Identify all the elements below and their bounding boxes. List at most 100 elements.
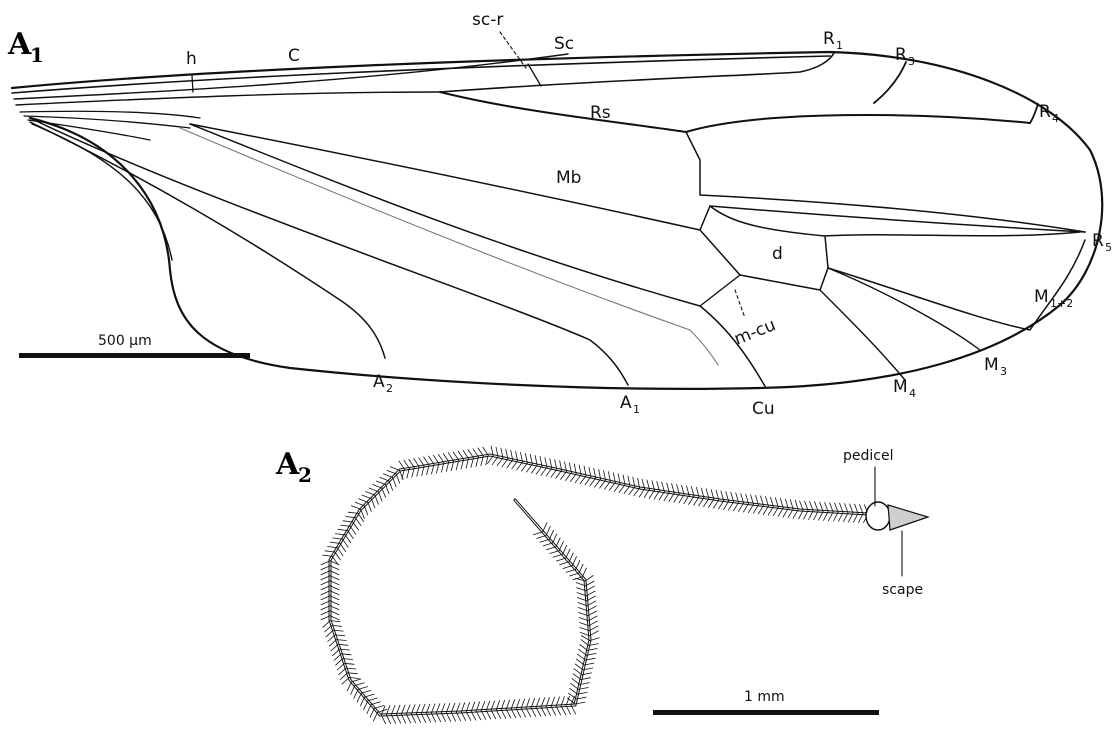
antenna-seta	[378, 492, 382, 501]
antenna-seta	[573, 577, 582, 580]
wing-scale-label: 500 µm	[98, 333, 152, 349]
antenna-seta	[368, 502, 372, 511]
antenna-seta	[582, 568, 586, 577]
antenna-seta	[600, 480, 606, 488]
mb-fork-vein	[700, 206, 1085, 232]
antenna-seta	[563, 566, 572, 569]
antenna-seta	[719, 501, 724, 509]
antenna-seta	[364, 701, 368, 710]
antenna-seta	[609, 482, 615, 490]
antenna-seta	[502, 459, 508, 467]
label-sc-r: sc-r	[472, 10, 503, 30]
antenna-seta	[429, 456, 434, 464]
label-scape: scape	[882, 582, 923, 598]
antenna-seta	[531, 465, 537, 473]
antenna-seta	[348, 512, 358, 513]
antenna-seta	[517, 462, 523, 470]
antenna-pedicel	[866, 502, 890, 530]
antenna-seta	[336, 659, 343, 666]
antenna-seta	[729, 502, 734, 510]
wing-outline-anterior	[12, 52, 1102, 389]
antenna-seta	[382, 488, 386, 497]
label-r3: R	[895, 45, 907, 65]
label-pedicel: pedicel	[843, 448, 893, 464]
antenna-seta	[333, 538, 343, 539]
antenna-seta	[644, 489, 649, 497]
antenna-seta	[497, 458, 503, 466]
antenna-seta	[569, 553, 573, 562]
antenna-seta	[343, 521, 353, 522]
antenna-seta	[739, 503, 744, 512]
antenna-seta	[362, 495, 371, 499]
antenna-seta	[380, 477, 389, 481]
r3-r4-crossvein	[874, 62, 906, 103]
antenna-seta	[758, 505, 763, 514]
antenna-seta	[619, 485, 625, 493]
antenna-seta	[659, 492, 664, 500]
antenna-seta	[438, 455, 444, 463]
m3-branch-vein	[828, 268, 980, 350]
antenna-seta	[443, 454, 448, 462]
antenna-scape	[888, 505, 928, 530]
antenna-seta	[361, 690, 371, 693]
antenna-seta	[624, 486, 630, 494]
antenna-seta	[409, 459, 415, 467]
r5-vein	[686, 132, 1085, 232]
label-m12: M	[1034, 287, 1049, 307]
antenna-seta	[566, 473, 572, 481]
antenna-seta	[337, 548, 343, 556]
antenna-seta	[585, 477, 591, 485]
antenna-seta	[778, 508, 783, 516]
antenna-seta	[585, 576, 593, 581]
antenna-seta	[649, 490, 654, 498]
antenna-seta	[553, 534, 557, 543]
antenna-seta	[458, 451, 463, 459]
antenna-seta	[387, 470, 396, 474]
label-mb: Mb	[556, 168, 581, 188]
label-r4-sub: 4	[1052, 112, 1059, 125]
antenna-seta	[390, 467, 399, 471]
panel-label-a2: A 2	[275, 447, 312, 487]
rs-vein	[440, 92, 686, 132]
label-m3-sub: 3	[1000, 365, 1007, 378]
antenna-seta	[371, 702, 380, 705]
antenna-seta	[588, 606, 597, 611]
antenna-seta	[788, 509, 793, 517]
antenna-seta	[714, 500, 719, 508]
antenna-seta	[704, 498, 709, 506]
antenna-seta	[419, 458, 424, 466]
antenna-seta	[335, 552, 341, 560]
wing-labels: sc-r Sc h C R 1 R 3 R 4 R 5 Rs Mb d m-cu…	[186, 10, 1112, 419]
antenna-seta	[679, 495, 684, 503]
antenna-seta	[763, 506, 768, 515]
antenna-seta	[354, 689, 358, 698]
label-a1-sub: 1	[633, 403, 640, 416]
cu-vein	[190, 124, 766, 388]
wing-scale-line	[19, 353, 250, 358]
antenna-seta	[396, 474, 400, 483]
antenna-seta	[404, 460, 409, 468]
label-cu: Cu	[752, 399, 775, 419]
stem-vein	[16, 92, 440, 105]
antenna-seta	[605, 481, 611, 489]
antenna-seta	[724, 501, 729, 509]
antenna-seta	[709, 499, 714, 507]
r1-vein	[440, 53, 834, 92]
antenna-seta	[527, 464, 533, 472]
antenna-seta	[355, 518, 361, 526]
r3-vein	[686, 115, 1030, 132]
antenna-seta	[348, 531, 354, 539]
antenna-seta	[567, 698, 575, 704]
antenna-seta	[323, 555, 333, 556]
antenna-seta	[634, 488, 640, 496]
antenna-setae	[321, 446, 868, 724]
label-r5: R	[1092, 231, 1104, 251]
antenna-seta	[383, 474, 392, 478]
antenna-seta	[328, 635, 335, 642]
antenna-seta	[674, 494, 679, 502]
antenna-seta	[559, 542, 563, 551]
antenna-seta	[556, 470, 562, 478]
antenna-seta	[334, 654, 341, 661]
antenna-seta	[768, 507, 773, 515]
antenna-seta	[346, 517, 356, 518]
